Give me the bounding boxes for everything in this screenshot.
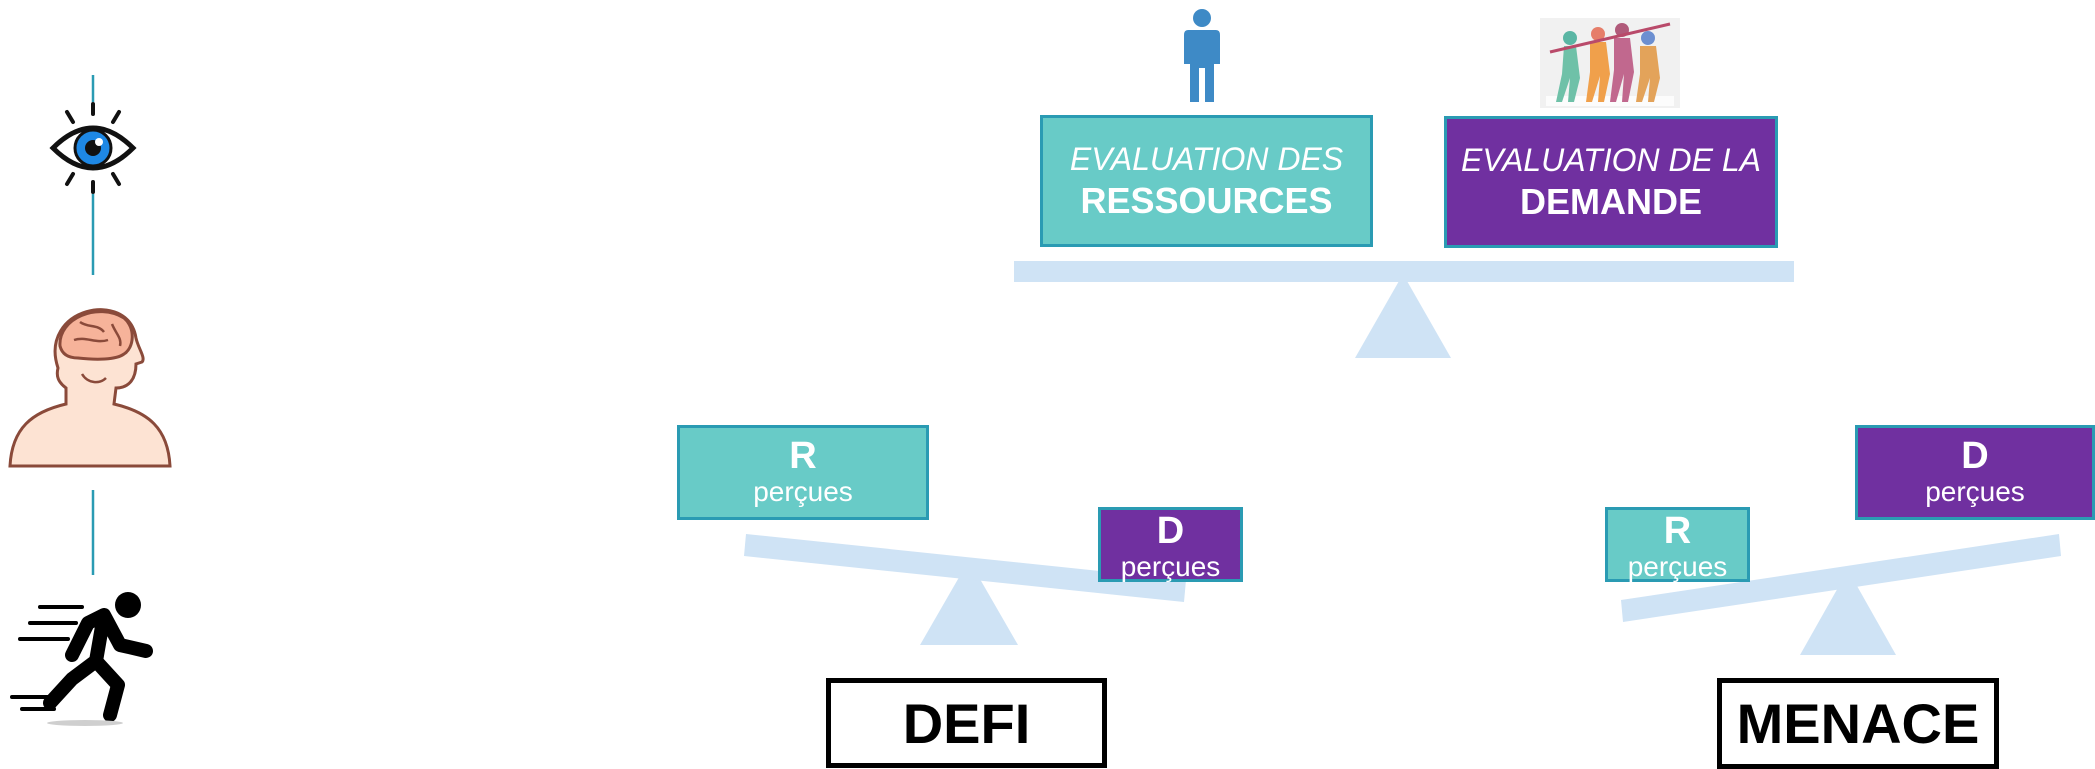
defi-scale-beam — [744, 534, 1186, 602]
defi-demand-letter: D — [1156, 510, 1185, 552]
menace-scale-fulcrum — [1800, 570, 1896, 655]
crowd-image — [1540, 18, 1680, 108]
menace-scale-beam — [1621, 534, 2061, 622]
defi-resources-box: R perçues — [677, 425, 929, 520]
head-brain-icon — [8, 288, 172, 468]
menace-resources-box: R perçues — [1605, 507, 1750, 582]
menace-verdict-label: MENACE — [1736, 692, 1980, 755]
defi-resources-letter: R — [789, 435, 817, 478]
demand-evaluation-line2: DEMANDE — [1519, 180, 1702, 222]
resources-evaluation-line2: RESSOURCES — [1080, 179, 1333, 221]
top-scale-fulcrum — [1355, 274, 1451, 358]
person-icon — [1184, 9, 1220, 102]
defi-demand-box: D perçues — [1098, 507, 1243, 582]
defi-verdict-label: DEFI — [902, 691, 1031, 755]
defi-scale-fulcrum — [920, 560, 1018, 645]
demand-evaluation-box: EVALUATION DE LA DEMANDE — [1444, 116, 1778, 248]
defi-verdict-box: DEFI — [826, 678, 1107, 768]
top-scale-beam — [1014, 261, 1794, 282]
resources-evaluation-line1: EVALUATION DES — [1069, 141, 1344, 178]
menace-resources-sub: perçues — [1627, 550, 1728, 582]
demand-evaluation-line1: EVALUATION DE LA — [1461, 142, 1761, 179]
menace-demand-box: D perçues — [1855, 425, 2095, 520]
resources-evaluation-box: EVALUATION DES RESSOURCES — [1040, 115, 1373, 247]
eye-icon — [49, 102, 137, 194]
menace-verdict-box: MENACE — [1717, 678, 1999, 769]
menace-resources-letter: R — [1663, 510, 1692, 552]
defi-resources-sub: perçues — [753, 476, 853, 508]
defi-demand-sub: perçues — [1120, 550, 1221, 582]
runner-icon — [10, 592, 153, 726]
menace-demand-sub: perçues — [1925, 476, 2025, 508]
menace-demand-letter: D — [1961, 435, 1989, 478]
